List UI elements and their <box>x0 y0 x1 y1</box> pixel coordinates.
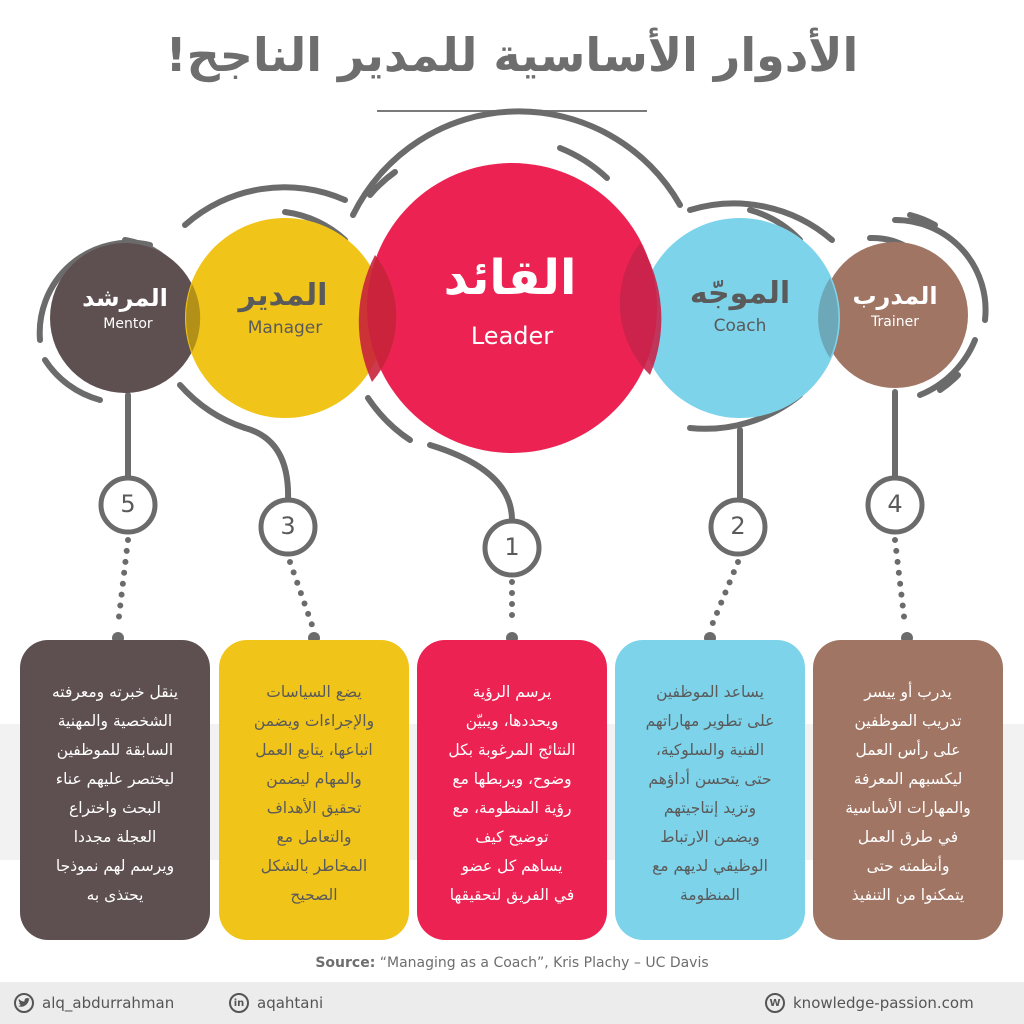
arc-manager-bottom <box>177 382 248 431</box>
mentor-label-ar: المرشد <box>82 284 168 312</box>
arc-leader-left <box>367 169 398 198</box>
dots-4 <box>892 537 908 628</box>
linkedin-handle: aqahtani <box>257 994 324 1012</box>
overlap-mentor-manager <box>186 284 201 352</box>
source-citation: Source: “Managing as a Coach”, Kris Plac… <box>0 955 1024 971</box>
arc-mentor-bottom <box>42 357 103 403</box>
card-manager-text: يضع السياسات والإجراءات ويضمن اتباعها، ي… <box>253 683 375 904</box>
arc-trainer <box>892 216 989 323</box>
leader-label-ar: القائد <box>443 250 577 306</box>
arc-coach <box>687 200 835 243</box>
badge-number-5: 5 <box>120 490 136 518</box>
overlap-manager-leader <box>358 255 397 382</box>
card-mentor-text: ينقل خبرته ومعرفته الشخصية والمهنية السا… <box>51 683 179 904</box>
circle-manager <box>185 218 385 418</box>
card-leader-text: يرسم الرؤية ويحددها، ويبيّن النتائج المر… <box>448 683 576 904</box>
page-title: الأدوار الأساسية للمدير الناجح! <box>165 28 859 82</box>
linkedin-icon: in <box>229 993 249 1013</box>
arc-leader-bottom <box>365 395 413 443</box>
badge-4 <box>865 475 925 535</box>
mentor-label-en: Mentor <box>103 316 153 332</box>
arc-leader-outer <box>557 145 610 181</box>
badge-2 <box>708 497 768 557</box>
badge-5 <box>98 475 158 535</box>
coach-label-en: Coach <box>713 316 767 336</box>
circle-leader <box>367 163 657 453</box>
card-manager: يضع السياسات والإجراءات ويضمن اتباعها، ي… <box>219 640 409 940</box>
card-coach-text: يساعد الموظفين على تطوير مهاراتهم الفنية… <box>645 683 775 904</box>
circle-mentor <box>50 243 200 393</box>
card-mentor: ينقل خبرته ومعرفته الشخصية والمهنية السا… <box>20 640 210 940</box>
manager-label-en: Manager <box>247 318 323 338</box>
wordpress-icon: W <box>765 993 785 1013</box>
badge-number-2: 2 <box>730 512 746 540</box>
arc-trainer-bottom <box>917 337 978 398</box>
twitter-icon <box>14 993 34 1013</box>
linkedin-link[interactable]: in aqahtani <box>229 993 323 1013</box>
coach-label-ar: الموجّه <box>689 276 791 311</box>
website-link[interactable]: W knowledge-passion.com <box>765 993 974 1013</box>
card-trainer-text: يدرب أو ييسر تدريب الموظفين على رأس العم… <box>845 683 971 904</box>
leader-label-en: Leader <box>470 322 554 350</box>
twitter-link[interactable]: alq_abdurrahman <box>14 993 174 1013</box>
overlap-coach-trainer <box>818 278 839 358</box>
badge-1 <box>482 518 542 578</box>
footer-bar <box>0 982 1024 1024</box>
badge-number-4: 4 <box>887 490 903 518</box>
source-label: Source: <box>315 955 376 971</box>
twitter-handle: alq_abdurrahman <box>42 994 175 1012</box>
arc-trainer-outer <box>907 212 938 228</box>
arc-leader <box>350 108 683 218</box>
arc-trainer-tick <box>937 372 961 393</box>
circle-trainer <box>822 242 968 388</box>
dots-5 <box>115 537 131 628</box>
manager-label-ar: المدير <box>238 278 328 313</box>
card-leader: يرسم الرؤية ويحددها، ويبيّن النتائج المر… <box>417 640 607 940</box>
dots-2 <box>709 559 741 628</box>
overlap-leader-coach <box>619 243 662 375</box>
badge-number-1: 1 <box>504 533 520 561</box>
card-coach: يساعد الموظفين على تطوير مهاراتهم الفنية… <box>615 640 805 940</box>
trainer-label-en: Trainer <box>871 314 919 330</box>
website-url: knowledge-passion.com <box>793 994 974 1012</box>
dots-3 <box>287 559 315 628</box>
badge-number-3: 3 <box>280 512 296 540</box>
connector-3 <box>242 425 292 503</box>
arc-manager <box>182 184 348 228</box>
source-text: “Managing as a Coach”, Kris Plachy – UC … <box>375 955 709 971</box>
circle-coach <box>640 218 840 418</box>
trainer-label-ar: المدرب <box>852 282 938 310</box>
connector-1 <box>427 442 515 523</box>
card-trainer: يدرب أو ييسر تدريب الموظفين على رأس العم… <box>813 640 1003 940</box>
badge-3 <box>258 497 318 557</box>
